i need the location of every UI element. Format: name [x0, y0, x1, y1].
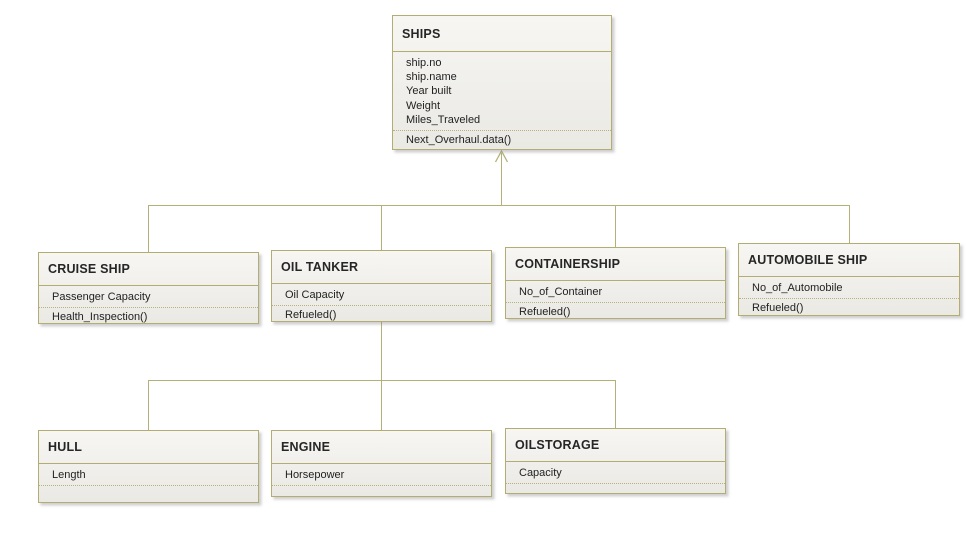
class-attribute: Miles_Traveled — [406, 113, 481, 126]
class-box-oilstorage: OILSTORAGE Capacity — [505, 428, 726, 494]
class-attributes-section: Capacity — [506, 462, 725, 485]
class-methods-section: Next_Overhaul.data() — [393, 131, 611, 149]
connector-stub-cruise — [148, 205, 149, 252]
connector-stub-engine — [381, 380, 382, 430]
class-methods-section: Health_Inspection() — [39, 308, 258, 326]
class-method: Refueled() — [519, 306, 571, 319]
class-attributes-section: No_of_Container — [506, 281, 725, 304]
class-attribute: Oil Capacity — [285, 289, 345, 301]
class-attribute: Year built — [406, 85, 452, 98]
class-box-automobile-ship: AUTOMOBILE SHIP No_of_Automobile Refuele… — [738, 243, 960, 316]
class-attribute: Horsepower — [285, 469, 345, 481]
class-attribute: Weight — [406, 99, 441, 112]
class-attribute: ship.name — [406, 71, 457, 84]
class-attribute: Capacity — [519, 467, 562, 479]
class-box-cruise-ship: CRUISE SHIP Passenger Capacity Health_In… — [38, 252, 259, 324]
connector-stub-oilstorage — [615, 380, 616, 428]
class-attributes-section: No_of_Automobile — [739, 277, 959, 300]
class-method: Next_Overhaul.data() — [406, 134, 512, 147]
class-name: AUTOMOBILE SHIP — [739, 244, 959, 277]
class-attributes-section: ship.no ship.name Year built Weight Mile… — [393, 52, 611, 132]
class-method: Refueled() — [285, 309, 337, 322]
class-box-engine: ENGINE Horsepower — [271, 430, 492, 497]
class-name: CRUISE SHIP — [39, 253, 258, 286]
inheritance-arrow-icon — [494, 150, 509, 163]
connector-level1-horizontal — [148, 205, 849, 206]
class-methods-section — [39, 486, 258, 490]
class-box-ships: SHIPS ship.no ship.name Year built Weigh… — [392, 15, 612, 150]
class-methods-section — [506, 484, 725, 488]
class-attribute: ship.no — [406, 57, 442, 69]
connector-stub-automobile — [849, 205, 850, 243]
class-box-containership: CONTAINERSHIP No_of_Container Refueled() — [505, 247, 726, 319]
class-attributes-section: Length — [39, 464, 258, 487]
class-attributes-section: Oil Capacity — [272, 284, 491, 307]
class-name: HULL — [39, 431, 258, 464]
connector-oil-tanker-down — [381, 322, 382, 380]
class-attribute: Length — [52, 469, 86, 481]
class-attributes-section: Horsepower — [272, 464, 491, 487]
class-attribute: No_of_Container — [519, 286, 603, 298]
connector-stub-containership — [615, 205, 616, 247]
connector-stub-oil-tanker — [381, 205, 382, 250]
class-name: CONTAINERSHIP — [506, 248, 725, 281]
connector-level2-horizontal — [148, 380, 616, 381]
connector-stub-hull — [148, 380, 149, 430]
class-methods-section: Refueled() — [272, 306, 491, 324]
class-attribute: No_of_Automobile — [752, 282, 843, 294]
class-method: Health_Inspection() — [52, 311, 148, 324]
class-name: ENGINE — [272, 431, 491, 464]
class-method: Refueled() — [752, 302, 804, 315]
class-attributes-section: Passenger Capacity — [39, 286, 258, 309]
class-name: OILSTORAGE — [506, 429, 725, 462]
class-box-oil-tanker: OIL TANKER Oil Capacity Refueled() — [271, 250, 492, 322]
connector-ships-arrow-line — [501, 153, 502, 206]
class-methods-section — [272, 486, 491, 490]
class-attribute: Passenger Capacity — [52, 291, 151, 303]
class-name: SHIPS — [393, 16, 611, 52]
class-name: OIL TANKER — [272, 251, 491, 284]
class-methods-section: Refueled() — [739, 299, 959, 317]
class-box-hull: HULL Length — [38, 430, 259, 503]
class-methods-section: Refueled() — [506, 303, 725, 321]
